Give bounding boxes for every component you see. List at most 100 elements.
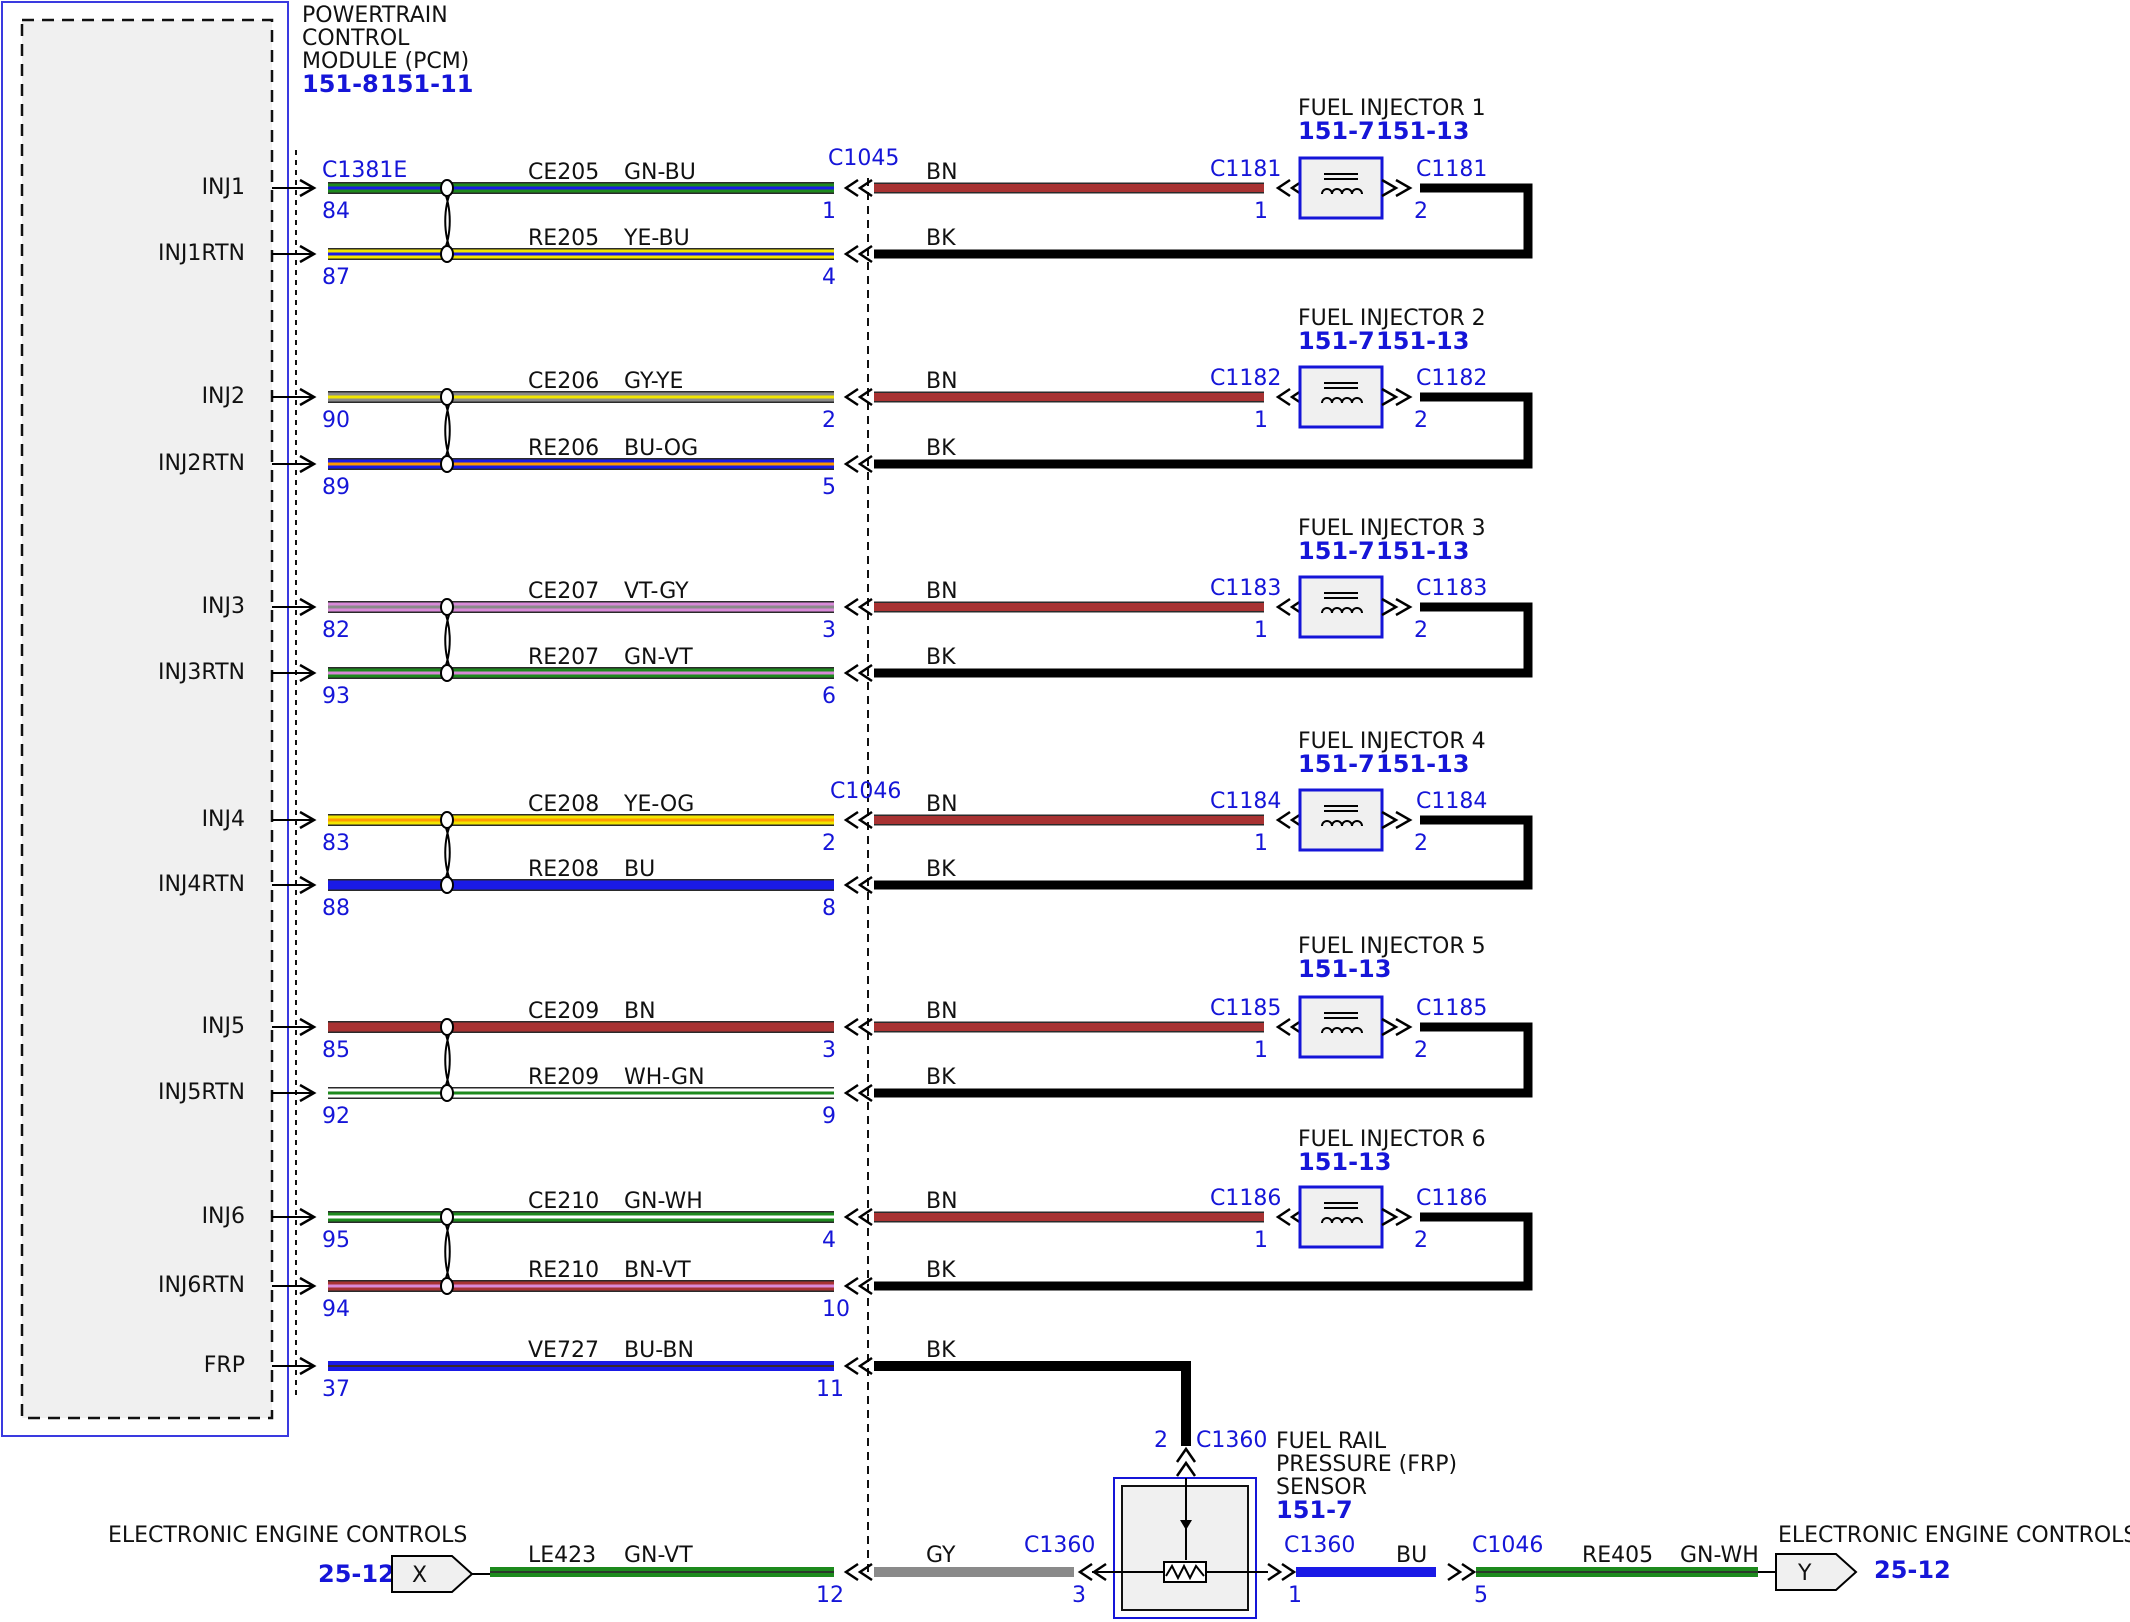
injector-pin-b-3: 2 [1414,618,1428,643]
injector-pin-a-3: 1 [1254,618,1268,643]
sig-inline-pin-5: 3 [822,1038,836,1063]
rtn-circuit-3: RE207 [528,645,599,670]
sig-pcm-pin-6: 95 [322,1228,350,1253]
injector-title-5: FUEL INJECTOR 5 [1298,934,1486,959]
eec-left-connector-icon [391,1555,474,1593]
rtn-wire-color-4: BU [624,857,655,882]
sig-name-5: INJ5 [202,1014,245,1039]
injector-ref-4-2[interactable]: 151-13 [1376,750,1469,778]
injector-connector-in-6: C1186 [1210,1186,1281,1211]
injector-connector-in-1: C1181 [1210,157,1281,182]
frp-harness-wire [874,1361,1191,1446]
twisted-pair-icon [442,187,453,255]
rtn-harness-color-2: BK [926,436,956,461]
bu-out-color: BU [1396,1543,1427,1568]
rtn-harness-color-6: BK [926,1258,956,1283]
sig-inline-pin-6: 4 [822,1228,836,1253]
twisted-pair-icon [442,1216,453,1287]
injector-connector-out-2: C1182 [1416,366,1487,391]
injector-pin-b-5: 2 [1414,1038,1428,1063]
frp-circuit: VE727 [528,1338,599,1363]
sig-circuit-3: CE207 [528,579,599,604]
injector-ref-3-2[interactable]: 151-13 [1376,537,1469,565]
injector-title-4: FUEL INJECTOR 4 [1298,729,1486,754]
inline-connector-upper: C1045 [828,146,899,171]
injector-connector-in-3: C1183 [1210,576,1281,601]
injector-connector-in-5: C1185 [1210,996,1281,1021]
frp-sensor-pin-signal: 2 [1154,1428,1168,1453]
injector-ref-1-2[interactable]: 151-13 [1376,117,1469,145]
eec-left-ref[interactable]: 25-12 [318,1560,395,1588]
rtn-pcm-pin-2: 89 [322,475,350,500]
sig-circuit-2: CE206 [528,369,599,394]
rtn-name-2: INJ2RTN [158,451,245,476]
injector-ref-4-1[interactable]: 151-7 [1298,750,1375,778]
rtn-inline-pin-4: 8 [822,896,836,921]
injector-ref-2-1[interactable]: 151-7 [1298,327,1375,355]
injector-ref-3-1[interactable]: 151-7 [1298,537,1375,565]
sig-harness-color-4: BN [926,792,958,817]
sig-pcm-pin-5: 85 [322,1038,350,1063]
pcm-title-line-2: CONTROL [302,26,410,51]
sig-name-3: INJ3 [202,594,245,619]
rtn-name-6: INJ6RTN [158,1273,245,1298]
sig-harness-color-5: BN [926,999,958,1024]
frp-sensor-connector-top: C1360 [1196,1428,1267,1453]
rtn-harness-color-1: BK [926,226,956,251]
rtn-inline-pin-1: 4 [822,265,836,290]
rtn-name-1: INJ1RTN [158,241,245,266]
bk-return-wire [874,815,1533,890]
rtn-circuit-6: RE210 [528,1258,599,1283]
injector-connector-out-1: C1181 [1416,157,1487,182]
bk-return-wire [874,602,1533,678]
rtn-circuit-1: RE205 [528,226,599,251]
injector-title-3: FUEL INJECTOR 3 [1298,516,1486,541]
pcm-title-line-1: POWERTRAIN [302,3,448,28]
frp-signal-name: FRP [204,1353,245,1378]
pcm-ref-2[interactable]: 151-11 [380,70,473,98]
le423-color: GN-VT [624,1543,693,1568]
sig-pcm-pin-3: 82 [322,618,350,643]
injector-connector-in-4: C1184 [1210,789,1281,814]
pcm-module [1,1,297,1437]
bk-return-wire [874,1212,1533,1291]
sig-wire-color-4: YE-OG [623,792,694,817]
frp-sensor-title-2: PRESSURE (FRP) [1276,1452,1457,1477]
injector-title-2: FUEL INJECTOR 2 [1298,306,1486,331]
injector-ref-6-1[interactable]: 151-13 [1298,1148,1391,1176]
eec-right-connector-icon [1775,1553,1858,1591]
eec-right-ref[interactable]: 25-12 [1874,1556,1951,1584]
injector-coil-icon [1298,365,1384,429]
rtn-pcm-pin-4: 88 [322,896,350,921]
injector-connector-out-6: C1186 [1416,1186,1487,1211]
bottom-right-circuit: C1360 1 BU C1046 5 RE405 GN-WH Y ELECTRO… [1267,1523,2130,1608]
rtn-inline-pin-3: 6 [822,684,836,709]
sig-inline-pin-1: 1 [822,199,836,224]
frp-sensor-ref[interactable]: 151-7 [1276,1496,1353,1524]
sig-name-4: INJ4 [202,807,245,832]
frp-sensor-pin-out: 1 [1288,1583,1302,1608]
injector-connector-out-3: C1183 [1416,576,1487,601]
sig-pcm-pin-2: 90 [322,408,350,433]
rtn-name-5: INJ5RTN [158,1080,245,1105]
eec-right-pin: 5 [1474,1583,1488,1608]
injector-coil-icon [1298,156,1384,220]
injector-coil-icon [1298,1185,1384,1249]
injector-coil-icon [1298,788,1384,852]
injector-ref-5-1[interactable]: 151-13 [1298,955,1391,983]
sig-harness-color-2: BN [926,369,958,394]
injector-ref-1-1[interactable]: 151-7 [1298,117,1375,145]
injector-coil-icon [1298,995,1384,1059]
pcm-ref-1[interactable]: 151-8 [302,70,379,98]
sig-circuit-4: CE208 [528,792,599,817]
sig-harness-color-3: BN [926,579,958,604]
rtn-pcm-pin-3: 93 [322,684,350,709]
injector-ref-2-2[interactable]: 151-13 [1376,327,1469,355]
injector-coil-icon [1298,575,1384,639]
twisted-pair-icon [442,819,453,886]
rtn-harness-color-4: BK [926,857,956,882]
rtn-wire-color-5: WH-GN [624,1065,705,1090]
injector-pin-a-5: 1 [1254,1038,1268,1063]
sig-pcm-pin-1: 84 [322,199,350,224]
